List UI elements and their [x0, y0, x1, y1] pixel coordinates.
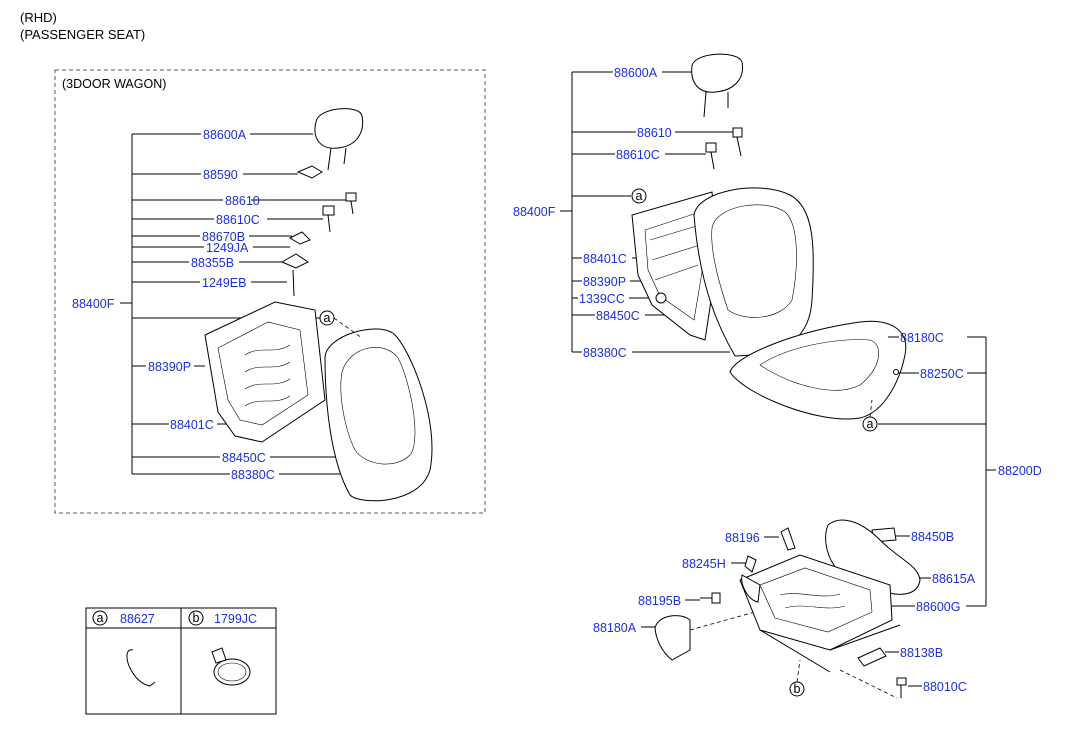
right-part-88380C[interactable]: 88380C [583, 346, 627, 360]
right-part-88615A[interactable]: 88615A [932, 572, 976, 586]
right-part-88010C[interactable]: 88010C [923, 680, 967, 694]
right-part-88250C[interactable]: 88250C [920, 367, 964, 381]
right-part-88245H[interactable]: 88245H [682, 557, 726, 571]
frame-cover-88180A-drawing [654, 615, 691, 661]
right-part-88600G[interactable]: 88600G [916, 600, 960, 614]
left-part-88380C[interactable]: 88380C [231, 468, 275, 482]
right-part-1339CC[interactable]: 1339CC [579, 292, 625, 306]
right-88400F-label[interactable]: 88400F [513, 205, 556, 219]
left-part-88401C[interactable]: 88401C [170, 418, 214, 432]
legend-b-part[interactable]: 1799JC [214, 612, 257, 626]
right-part-88180C[interactable]: 88180C [900, 331, 944, 345]
left-part-1249JA[interactable]: 1249JA [206, 241, 249, 255]
right-nut-drawing [655, 292, 667, 304]
right-part-88196[interactable]: 88196 [725, 531, 760, 545]
right-part-88401C[interactable]: 88401C [583, 252, 627, 266]
left-part-88670B[interactable]: 88670B [202, 230, 245, 244]
right-part-88390P[interactable]: 88390P [583, 275, 626, 289]
right-headrest-drawing [691, 53, 744, 118]
left-part-88610[interactable]: 88610 [225, 194, 260, 208]
legend-cable-tie-drawing [211, 647, 251, 686]
right-back-cover-drawing [693, 187, 814, 357]
right-part-88195B[interactable]: 88195B [638, 594, 681, 608]
right-part-88450C[interactable]: 88450C [596, 309, 640, 323]
left-part-88600A[interactable]: 88600A [203, 128, 247, 142]
right-part-88450B[interactable]: 88450B [911, 530, 954, 544]
legend-b-circle [188, 610, 204, 626]
wagon-group-frame [54, 69, 486, 514]
left-guide-clip-drawing [296, 165, 323, 179]
right-callout-a-top [631, 188, 647, 204]
legend-a-part[interactable]: 88627 [120, 612, 155, 626]
left-bracket-drawing [288, 231, 311, 245]
left-part-88590[interactable]: 88590 [203, 168, 238, 182]
right-part-88600A[interactable]: 88600A [614, 66, 658, 80]
left-part-88390P[interactable]: 88390P [148, 360, 191, 374]
right-callout-a-cushion-letter: a [867, 417, 874, 431]
frame-cover-88138B-drawing [857, 647, 887, 667]
frame-shield-88615A-drawing [825, 519, 921, 595]
right-part-88610[interactable]: 88610 [637, 126, 672, 140]
right-part-88138B[interactable]: 88138B [900, 646, 943, 660]
legend-a-letter: a [97, 611, 104, 625]
left-part-88610C[interactable]: 88610C [216, 213, 260, 227]
left-back-frame-drawing [204, 301, 326, 443]
wagon-group-title: (3DOOR WAGON) [62, 77, 166, 91]
right-part-88180A[interactable]: 88180A [593, 621, 637, 635]
frame-bolt-88195B-drawing [700, 592, 721, 604]
frame-cover-88245H-drawing [744, 555, 757, 573]
left-lever-drawing [280, 253, 309, 269]
right-guide-drawing [705, 127, 743, 170]
right-part-88610C[interactable]: 88610C [616, 148, 660, 162]
frame-cover-88196-drawing [780, 527, 796, 551]
left-88400F-label[interactable]: 88400F [72, 297, 115, 311]
left-part-88355B[interactable]: 88355B [191, 256, 234, 270]
left-guide-drawing [322, 192, 357, 233]
right-callout-a-top-letter: a [636, 189, 643, 203]
left-back-cover-drawing [324, 328, 433, 502]
frame-bolt-88010C-drawing [896, 677, 907, 698]
header-rhd: (RHD) [20, 10, 57, 25]
right-callout-b-letter: b [794, 682, 801, 696]
left-callout-a-letter: a [324, 311, 331, 325]
left-part-1249EB[interactable]: 1249EB [202, 276, 246, 290]
legend-wire-clip-drawing [126, 649, 156, 687]
seat-frame-88600G-drawing [739, 554, 901, 673]
legend-b-letter: b [193, 611, 200, 625]
right-cushion-drawing [729, 320, 907, 420]
left-part-88450C[interactable]: 88450C [222, 451, 266, 465]
right-88200D-label[interactable]: 88200D [998, 464, 1042, 478]
left-headrest-drawing [314, 108, 364, 171]
legend-a-circle [92, 610, 108, 626]
legend-table: a 88627 b 1799JC [85, 607, 277, 715]
header-passenger-seat: (PASSENGER SEAT) [20, 27, 145, 42]
